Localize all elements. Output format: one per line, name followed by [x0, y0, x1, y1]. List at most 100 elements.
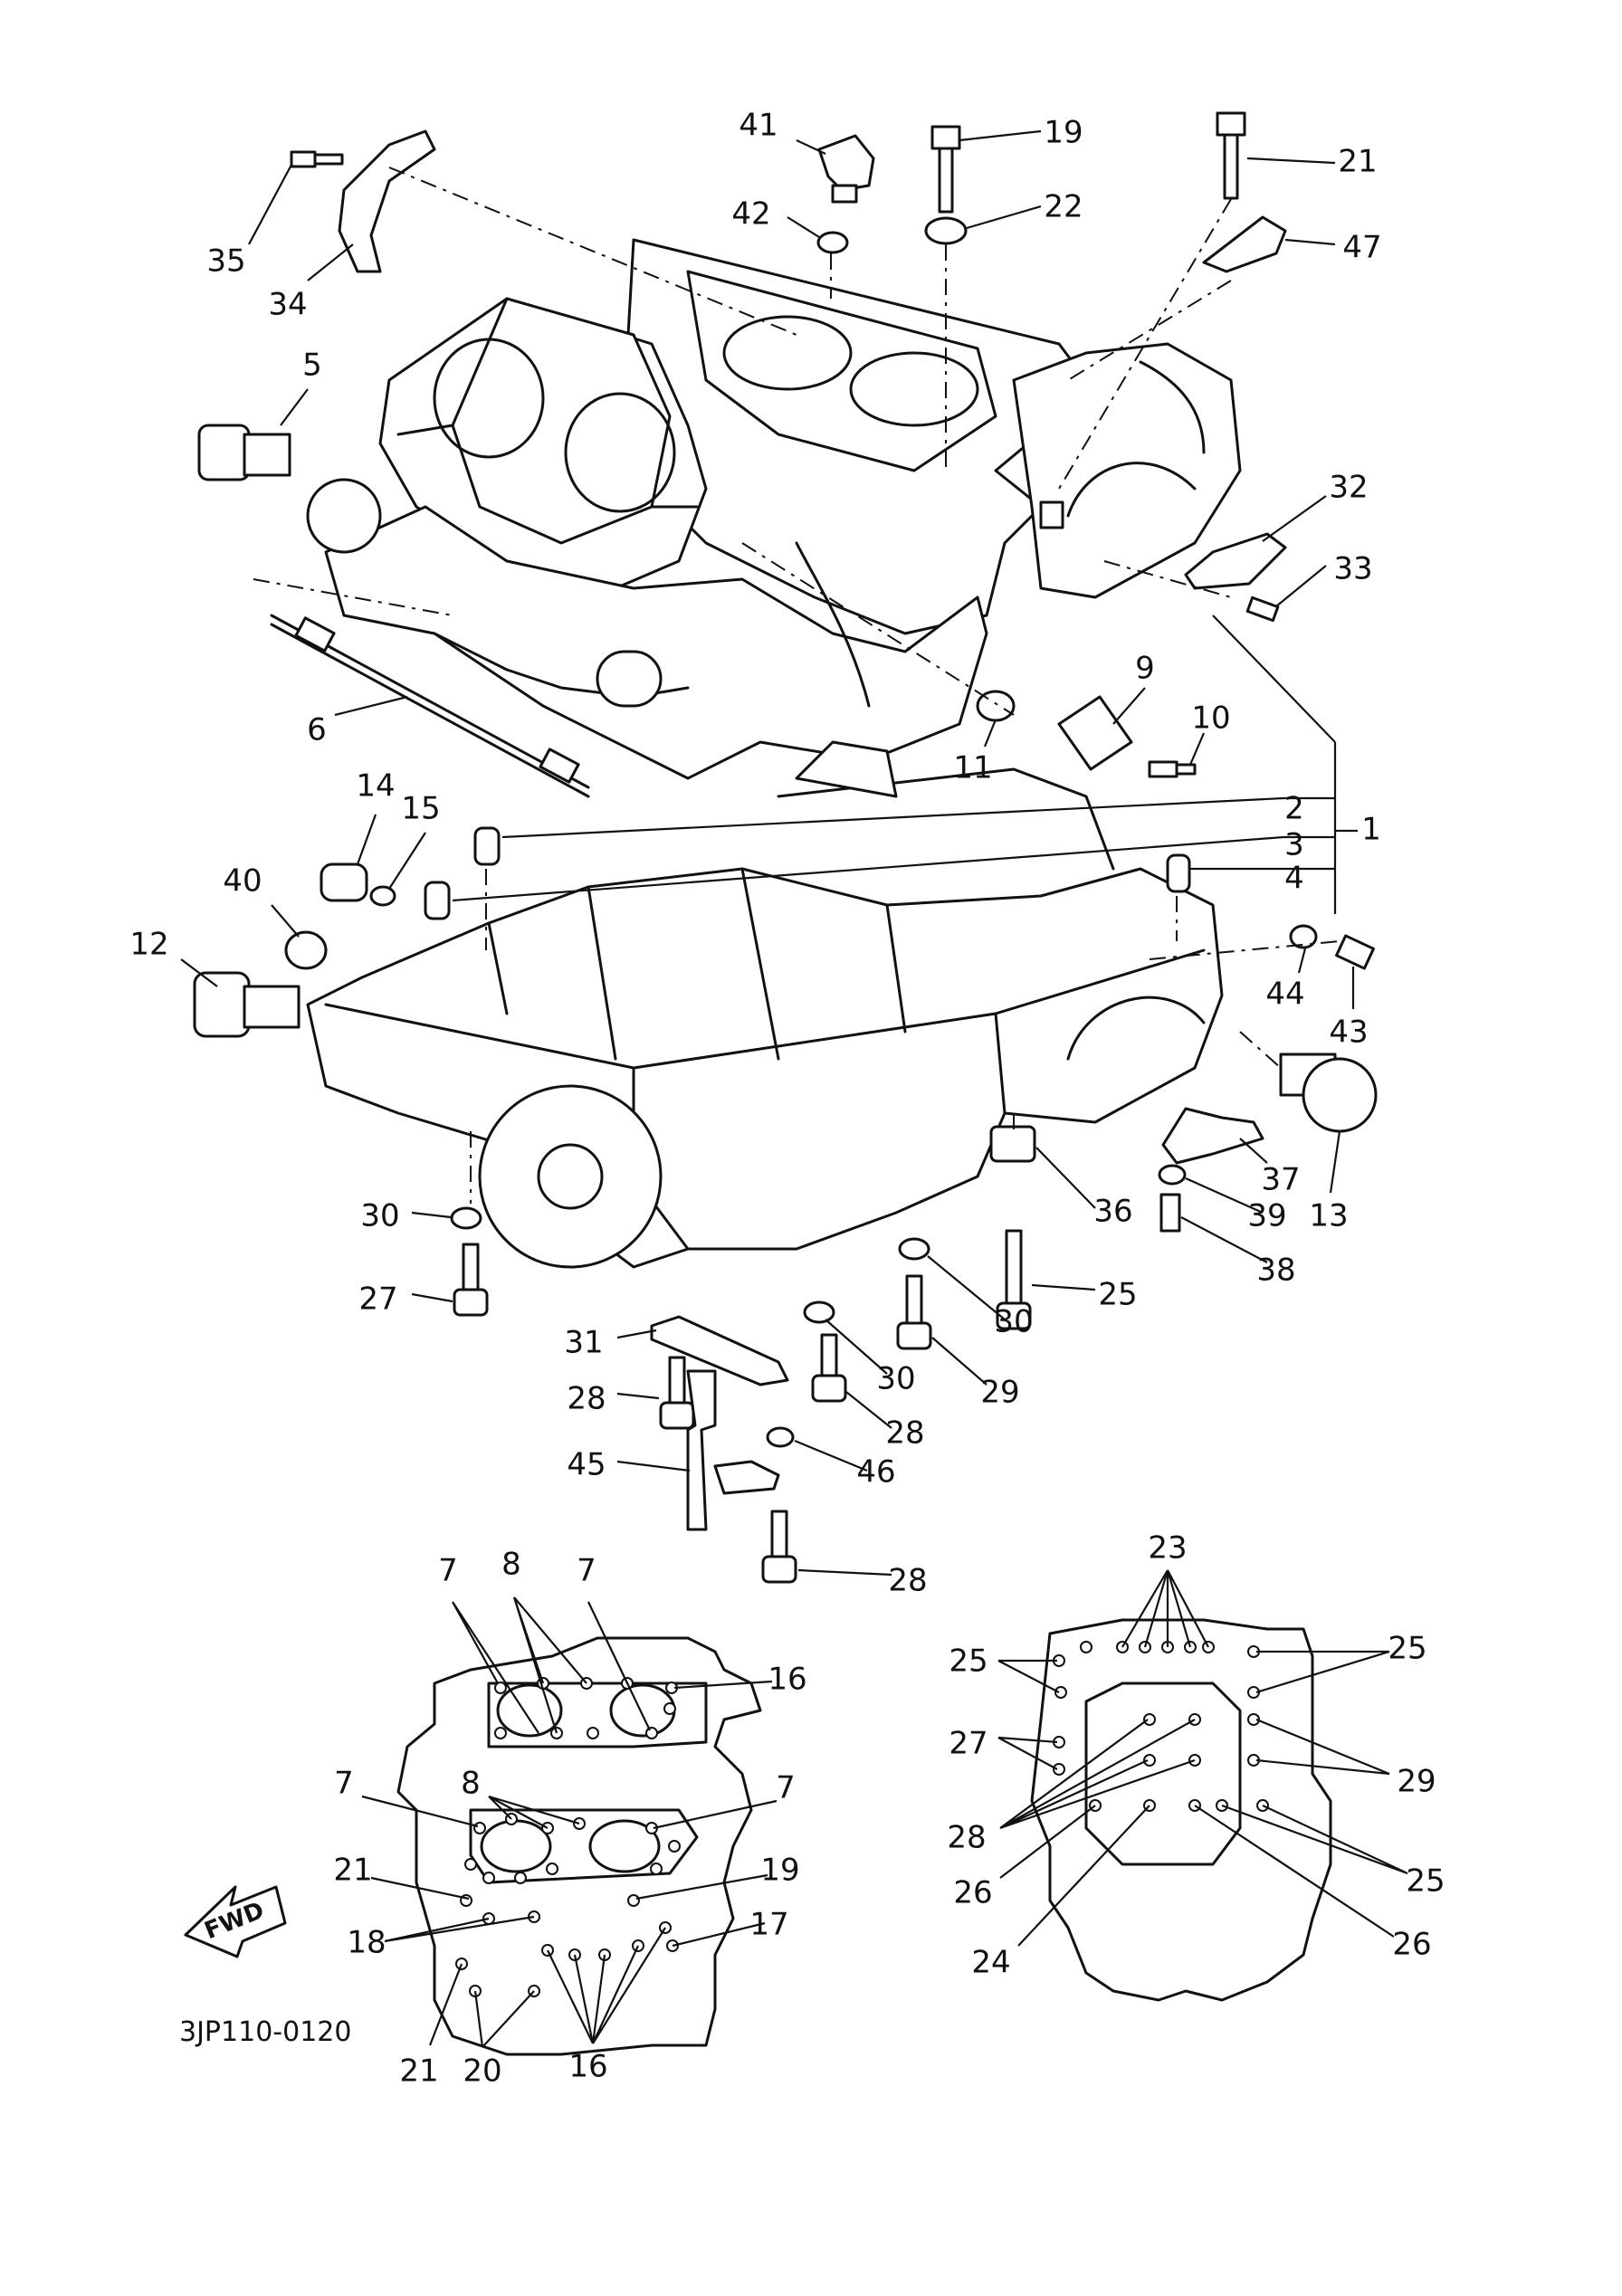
callout-c26a: 26 [953, 1875, 992, 1911]
callout-c23: 23 [1148, 1530, 1187, 1567]
group-bracket-1 [452, 614, 1358, 914]
callout-c15: 15 [401, 791, 440, 827]
bolt-part [1216, 111, 1246, 200]
callout-c25b: 25 [949, 1643, 988, 1680]
callout-c21c: 21 [399, 2053, 438, 2090]
callout-c14: 14 [356, 768, 395, 805]
callout-c34: 34 [268, 287, 307, 323]
bracket-part [338, 129, 436, 273]
callout-c29a: 29 [980, 1375, 1019, 1411]
callout-c20: 20 [463, 2053, 501, 2090]
bolt-part [930, 125, 961, 214]
callout-c30b: 30 [994, 1304, 1033, 1340]
plug-part [320, 862, 368, 902]
bolt-part [996, 1229, 1032, 1330]
callout-c7a: 7 [438, 1553, 458, 1589]
callout-c16b: 16 [568, 2049, 607, 2085]
callout-c30c: 30 [876, 1361, 915, 1397]
holder-part [989, 1125, 1036, 1163]
callout-c7b: 7 [577, 1553, 596, 1589]
callout-c25d: 25 [1406, 1863, 1445, 1900]
dowel-pin-part [1166, 853, 1191, 893]
callout-c22: 22 [1044, 189, 1083, 225]
callout-c8a: 8 [501, 1547, 521, 1583]
washer-part [450, 1206, 482, 1230]
o-ring-part [369, 885, 396, 907]
callout-c39: 39 [1247, 1198, 1286, 1234]
callout-c42: 42 [731, 196, 770, 233]
callout-c9: 9 [1135, 651, 1155, 687]
callout-c28d: 28 [947, 1820, 986, 1856]
o-ring-part [766, 1426, 795, 1448]
callout-c18: 18 [347, 1925, 386, 1961]
dowel-pin-part [424, 881, 451, 920]
plate-part [650, 1315, 789, 1386]
screw-part [1245, 595, 1280, 623]
callout-c4: 4 [1284, 861, 1304, 897]
small-parts [193, 111, 1378, 1584]
callout-c5: 5 [302, 348, 322, 384]
callout-c46: 46 [856, 1454, 895, 1491]
callout-c6: 6 [307, 712, 327, 748]
callout-c32: 32 [1329, 470, 1368, 506]
callout-c37: 37 [1261, 1162, 1300, 1198]
callout-c28a: 28 [567, 1381, 606, 1417]
callout-c41: 41 [739, 108, 778, 144]
washer-part [898, 1237, 930, 1261]
callout-c27a: 27 [358, 1281, 397, 1318]
clamp-part [1202, 215, 1287, 273]
callout-c36: 36 [1093, 1194, 1132, 1230]
callout-c1: 1 [1361, 812, 1381, 848]
plate-part [1057, 695, 1133, 771]
callout-c21a: 21 [1338, 144, 1377, 180]
plug-part [1279, 1053, 1378, 1133]
callout-c10: 10 [1191, 700, 1230, 737]
callout-c25c: 25 [1388, 1631, 1426, 1667]
plug-part [197, 424, 291, 481]
washer-part [1158, 1164, 1187, 1186]
callout-c24: 24 [971, 1945, 1010, 1981]
bolt-part [811, 1333, 847, 1403]
callout-c7c: 7 [334, 1766, 354, 1802]
fwd-arrow-icon [184, 1885, 287, 1958]
bolt-part [453, 1243, 489, 1317]
bolt-part [659, 1356, 695, 1430]
callout-c3: 3 [1284, 827, 1304, 863]
callout-c40: 40 [223, 863, 262, 900]
callout-c28b: 28 [885, 1415, 924, 1452]
callout-c13: 13 [1309, 1198, 1348, 1234]
washer-part [1289, 924, 1318, 949]
bolt-part [761, 1510, 797, 1584]
diagram-code: 3JP110-0120 [179, 2016, 351, 2048]
filler-cap-part [817, 134, 875, 192]
callout-c27b: 27 [949, 1726, 988, 1762]
callout-c19b: 19 [760, 1853, 799, 1889]
callout-c43: 43 [1329, 1015, 1368, 1051]
cap-part [284, 930, 328, 970]
leader-lines [361, 1596, 778, 2048]
bolt-part [896, 1274, 932, 1350]
callout-c47: 47 [1342, 230, 1381, 266]
callout-c17: 17 [749, 1907, 788, 1943]
callout-c21b: 21 [333, 1853, 372, 1889]
screw-part [290, 150, 344, 168]
lower-crankcase [306, 740, 1224, 1269]
pipe-part [686, 1369, 717, 1531]
leader-lines [180, 129, 1355, 1577]
washer-part [924, 216, 968, 245]
callout-c30a: 30 [360, 1198, 399, 1234]
callout-c44: 44 [1265, 977, 1304, 1013]
callout-c16a: 16 [768, 1662, 806, 1698]
callout-c2: 2 [1284, 791, 1304, 827]
callout-c26b: 26 [1392, 1927, 1431, 1963]
callout-c11: 11 [953, 750, 992, 786]
callout-c33: 33 [1333, 551, 1372, 587]
bracket-part [1184, 532, 1287, 590]
bolt-part [1159, 1193, 1181, 1233]
callout-c12: 12 [129, 927, 168, 963]
bolt-part [1335, 934, 1375, 970]
bolt-hole-markers [455, 1677, 681, 1997]
screw-part [1148, 760, 1197, 778]
